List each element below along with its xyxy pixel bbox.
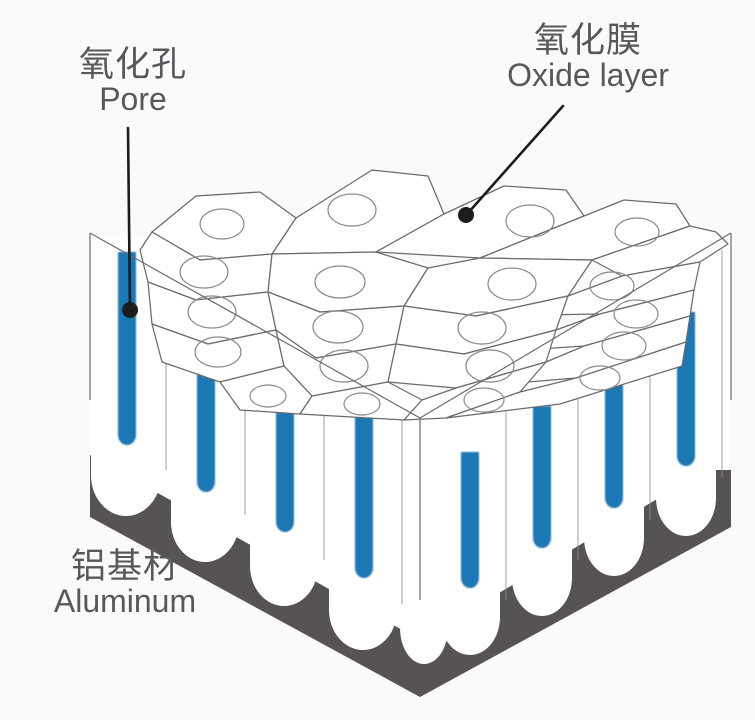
label-aluminum-cn: 铝基材: [70, 547, 179, 586]
leader-oxide-layer: [458, 104, 565, 223]
pore-tube-right-3: [584, 340, 644, 576]
pore-tube-right-5: [700, 243, 731, 470]
label-pore-cn: 氧化孔: [78, 45, 187, 84]
top-surface-pore-circles: [179, 193, 660, 416]
label-aluminum: 铝基材 Aluminum: [10, 548, 240, 619]
pore-tube-right-1: [440, 425, 500, 655]
label-aluminum-en: Aluminum: [53, 583, 197, 620]
label-pore: 氧化孔 Pore: [38, 46, 228, 117]
label-oxide-layer-en: Oxide layer: [507, 57, 669, 94]
pore-tube-left-1: [91, 236, 161, 516]
block-edges: [89, 232, 732, 600]
label-oxide-layer: 氧化膜 Oxide layer: [478, 22, 698, 93]
label-oxide-layer-cn: 氧化膜: [533, 21, 642, 60]
leader-pore: [122, 126, 138, 318]
oxide-top-surface: [139, 169, 729, 421]
label-pore-en: Pore: [99, 81, 167, 118]
pore-tube-left-4: [329, 372, 397, 650]
pore-tube-right-2: [512, 382, 572, 616]
